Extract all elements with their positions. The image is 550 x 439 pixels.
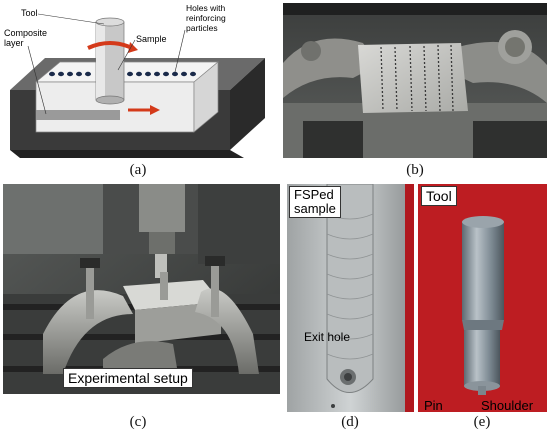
panel-c-photo [3,184,280,394]
label-holes-line3: particles [186,23,218,33]
label-fsped-line1: FSPed [294,187,334,202]
label-fsped-sample: FSPed sample [289,186,341,218]
label-holes-line2: reinforcing [186,13,226,23]
label-tool: Tool [421,186,457,206]
clamped-plate-image [283,3,547,158]
caption-a: (a) [129,162,147,178]
fsp-schematic-diagram: Tool Sample Holes with reinforcing parti… [4,3,265,158]
fsped-sample-image [287,184,414,412]
caption-b: (b) [406,162,424,178]
label-experimental-setup: Experimental setup [63,368,193,388]
panel-d-photo [287,184,414,412]
tool-image [418,184,547,412]
sample-side [193,61,219,133]
label-composite-line2: layer [4,38,24,48]
panel-a-schematic: Tool Sample Holes with reinforcing parti… [0,0,275,160]
caption-e: (e) [473,414,491,430]
label-sample: Sample [136,34,167,44]
label-tool: Tool [21,8,38,18]
label-holes-line1: Holes with [186,3,225,13]
experimental-setup-image [3,184,280,394]
label-composite-line1: Composite [4,28,47,38]
reinforcing-holes [49,71,196,77]
label-fsped-line2: sample [294,201,336,216]
caption-d: (d) [341,414,359,430]
rotation-arrow-icon [87,41,133,50]
panel-e-photo [418,184,547,412]
sample-top [35,61,219,83]
label-exit-hole: Exit hole [304,330,351,344]
panel-b-photo [283,3,547,158]
label-pin: Pin [424,398,443,413]
composite-layer-stripe [36,110,120,120]
tool-pin-mark [478,386,486,395]
label-shoulder: Shoulder [481,398,534,413]
caption-c: (c) [129,414,147,430]
base-plate-side [230,58,265,150]
